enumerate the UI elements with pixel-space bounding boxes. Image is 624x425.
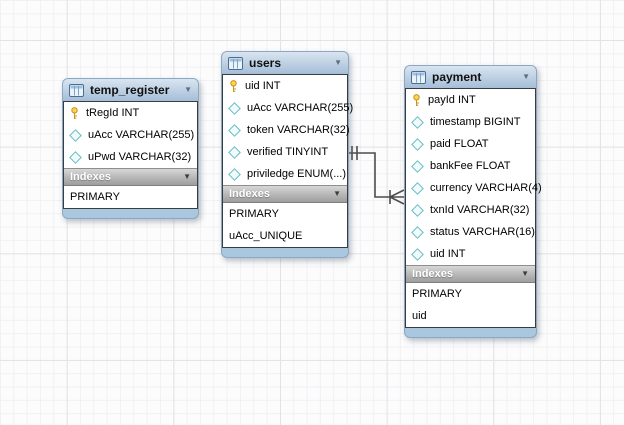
column-label: uid INT (430, 248, 466, 260)
chevron-down-icon[interactable]: ▼ (184, 85, 192, 94)
table-title: payment (432, 70, 482, 84)
relationship-line (347, 152, 390, 198)
column-label: payId INT (428, 94, 476, 106)
crow-foot-many-icon (388, 189, 405, 205)
table-title: temp_register (90, 83, 170, 97)
column-label: paid FLOAT (430, 138, 489, 150)
index-row[interactable]: PRIMARY (64, 186, 197, 208)
key-icon (410, 93, 423, 107)
diamond-icon (411, 115, 424, 129)
diamond-icon (411, 225, 424, 239)
key-icon (68, 106, 81, 120)
chevron-down-icon[interactable]: ▼ (183, 172, 191, 181)
table-icon (69, 83, 84, 97)
chevron-down-icon[interactable]: ▼ (522, 72, 530, 81)
column-row[interactable]: token VARCHAR(32) (223, 119, 350, 141)
diamond-icon (411, 203, 424, 217)
table-header[interactable]: payment ▼ (405, 66, 536, 88)
diamond-icon (228, 123, 241, 137)
table-icon (228, 56, 243, 70)
indexes-label: Indexes (412, 268, 453, 280)
column-label: tRegId INT (86, 107, 140, 119)
table-footer (222, 248, 348, 257)
column-row[interactable]: verified TINYINT (223, 141, 347, 163)
diamond-icon (228, 167, 241, 181)
column-label: uAcc VARCHAR(255) (247, 102, 354, 114)
table-icon (411, 70, 426, 84)
column-row[interactable]: bankFee FLOAT (406, 155, 535, 177)
table-users[interactable]: users ▼ uid INT uAcc VARCHAR(255) token … (221, 51, 353, 258)
key-icon (227, 79, 240, 93)
table-header[interactable]: users ▼ (222, 52, 348, 74)
diamond-icon (69, 128, 82, 142)
indexes-label: Indexes (70, 171, 111, 183)
indexes-label: Indexes (229, 188, 270, 200)
diamond-icon (411, 137, 424, 151)
table-footer (405, 328, 536, 337)
column-label: timestamp BIGINT (430, 116, 521, 128)
column-row[interactable]: uid INT (223, 75, 347, 97)
table-temp_register[interactable]: temp_register ▼ tRegId INT uAcc VARCHAR(… (62, 78, 199, 219)
column-row[interactable]: uid INT (406, 243, 535, 265)
column-row[interactable]: txnId VARCHAR(32) (406, 199, 535, 221)
indexes-section-header[interactable]: Indexes ▼ (223, 185, 347, 203)
column-label: bankFee FLOAT (430, 160, 511, 172)
column-label: verified TINYINT (247, 146, 329, 158)
chevron-down-icon[interactable]: ▼ (334, 58, 342, 67)
indexes-section-header[interactable]: Indexes ▼ (406, 265, 535, 283)
column-label: status VARCHAR(16) (430, 226, 535, 238)
index-label: PRIMARY (70, 191, 120, 203)
index-row[interactable]: PRIMARY (406, 283, 535, 305)
index-label: PRIMARY (229, 208, 279, 220)
column-label: priviledge ENUM(...) (247, 168, 347, 180)
indexes-section-header[interactable]: Indexes ▼ (64, 168, 197, 186)
column-row[interactable]: timestamp BIGINT (406, 111, 535, 133)
column-label: txnId VARCHAR(32) (430, 204, 530, 216)
column-row[interactable]: paid FLOAT (406, 133, 535, 155)
index-row[interactable]: uAcc_UNIQUE (223, 225, 347, 247)
index-label: uAcc_UNIQUE (229, 230, 303, 242)
chevron-down-icon[interactable]: ▼ (521, 269, 529, 278)
column-row[interactable]: priviledge ENUM(...) (223, 163, 347, 185)
index-label: uid (412, 310, 427, 322)
column-row[interactable]: payId INT (406, 89, 535, 111)
table-footer (63, 209, 198, 218)
diamond-icon (411, 247, 424, 261)
column-label: uAcc VARCHAR(255) (88, 129, 195, 141)
index-row[interactable]: PRIMARY (223, 203, 347, 225)
diamond-icon (69, 150, 82, 164)
index-row[interactable]: uid (406, 305, 535, 327)
column-label: currency VARCHAR(4) (430, 182, 542, 194)
column-label: uPwd VARCHAR(32) (88, 151, 192, 163)
column-label: uid INT (245, 80, 281, 92)
column-row[interactable]: status VARCHAR(16) (406, 221, 535, 243)
diamond-icon (228, 145, 241, 159)
diamond-icon (411, 159, 424, 173)
column-row[interactable]: tRegId INT (64, 102, 197, 124)
column-row[interactable]: uPwd VARCHAR(32) (64, 146, 197, 168)
table-header[interactable]: temp_register ▼ (63, 79, 198, 101)
table-payment[interactable]: payment ▼ payId INT timestamp BIGINT pai… (404, 65, 542, 338)
one-cardinality-marks-icon (351, 146, 358, 160)
column-row[interactable]: uAcc VARCHAR(255) (64, 124, 197, 146)
column-row[interactable]: currency VARCHAR(4) (406, 177, 542, 199)
chevron-down-icon[interactable]: ▼ (333, 189, 341, 198)
diamond-icon (411, 181, 424, 195)
column-label: token VARCHAR(32) (247, 124, 350, 136)
column-row[interactable]: uAcc VARCHAR(255) (223, 97, 353, 119)
table-title: users (249, 56, 282, 70)
index-label: PRIMARY (412, 288, 462, 300)
diamond-icon (228, 101, 241, 115)
